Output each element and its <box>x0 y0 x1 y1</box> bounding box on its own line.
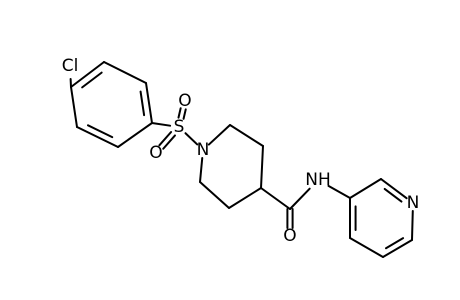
bond-N1-p1 <box>207 124 231 146</box>
bond-a3-a4 <box>117 122 153 148</box>
bond-S-N1 <box>184 132 199 146</box>
bond-cC-NH <box>289 187 311 210</box>
bond-r2-N2 <box>380 178 408 200</box>
atom-label-cl: Cl <box>62 56 79 76</box>
aromatic-inner-a2-a3 <box>139 90 146 117</box>
atom-label-o1: O <box>178 91 191 111</box>
bond-p4-p5 <box>199 181 230 209</box>
bond-r5-r6 <box>349 237 384 258</box>
bond-S-O2-2 <box>162 134 176 150</box>
bond-S-O2-1 <box>158 131 173 147</box>
atom-label-nh: NH <box>305 170 331 190</box>
bond-p1-p2 <box>229 124 264 147</box>
atom-label-o2: O <box>149 143 162 163</box>
atom-label-s: S <box>174 117 185 137</box>
aromatic-inner-r4-r5 <box>384 237 405 250</box>
bond-S-O1-2 <box>177 107 182 119</box>
atom-label-n1: N <box>197 140 210 160</box>
aromatic-inner-a4-a5 <box>87 124 114 139</box>
aromatic-inner-a6-a1 <box>81 71 103 89</box>
aromatic-inner-r2-N2 <box>383 187 403 203</box>
bond-a4-a5 <box>76 126 119 148</box>
bond-S-O1-1 <box>182 108 187 120</box>
atom-label-n2: N <box>407 193 420 213</box>
bonds <box>69 61 414 258</box>
bond-N2-r4 <box>411 209 414 241</box>
atom-label-o3: O <box>283 226 296 246</box>
bond-p3-cC <box>260 187 291 210</box>
bond-a2-a3 <box>145 82 153 124</box>
bond-r4-r5 <box>382 239 413 258</box>
bond-r1-r2 <box>349 178 382 199</box>
bond-p2-p3 <box>260 145 264 189</box>
bond-p3-p4 <box>228 187 262 209</box>
bond-p5-N1 <box>199 156 204 183</box>
bond-a1-a2 <box>103 61 147 84</box>
bond-a6-a1 <box>70 61 105 88</box>
bond-NH-r1 <box>327 184 351 199</box>
bond-a3-S <box>151 122 172 127</box>
bond-a5-a6 <box>70 86 78 128</box>
